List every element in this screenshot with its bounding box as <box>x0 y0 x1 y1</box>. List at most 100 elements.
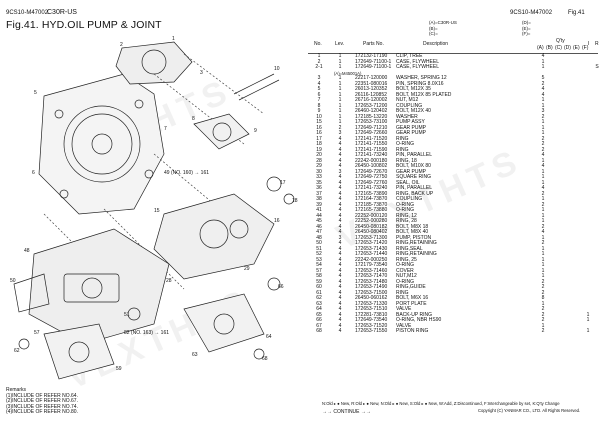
svg-text:62: 62 <box>14 348 20 354</box>
svg-text:7: 7 <box>164 126 167 132</box>
cell-lev: 1 <box>338 58 342 65</box>
cell-lev: 4 <box>338 141 342 147</box>
cell-no: 35 <box>316 179 322 186</box>
cell-description: CASE, FLYWHEEL <box>396 58 439 65</box>
cell-qty-a: 2 <box>541 240 545 246</box>
cell-lev: 4 <box>338 306 342 312</box>
cell-no: 53 <box>316 256 322 263</box>
cell-parts-no: 172141-71520 <box>355 135 388 142</box>
cell-parts-no: 172179-73540 <box>355 262 388 268</box>
cell-qty-a: 2 <box>541 284 545 290</box>
col-i: I <box>588 41 590 47</box>
cell-lev: 4 <box>338 311 342 318</box>
cell-no: 45 <box>316 218 322 224</box>
cell-description: BOLT, M12X 35 <box>396 86 431 92</box>
cell-no: 3 <box>317 75 321 81</box>
cell-parts-no: 172185-13220 <box>355 113 388 120</box>
cell-parts-no: 172653-71470 <box>355 273 388 279</box>
cell-lev: 1 <box>338 113 342 120</box>
cell-lev: 1 <box>338 53 342 59</box>
cell-parts-no: 26716-120002 <box>355 97 388 103</box>
cell-lev: 4 <box>338 146 342 153</box>
cell-description: BOLT, M8X 40 <box>396 229 429 235</box>
cell-parts-no: 26013-120352 <box>355 86 388 92</box>
cell-parts-no: 172281-73810 <box>355 311 388 318</box>
col-qty-d: (D) <box>564 45 571 51</box>
cell-lev: 4 <box>338 223 342 230</box>
cell-lev: 1 <box>338 97 342 103</box>
cell-qty-a: 1 <box>541 168 545 175</box>
svg-text:50: 50 <box>10 278 16 284</box>
svg-text:51: 51 <box>124 312 130 318</box>
svg-text:66: 66 <box>278 284 284 290</box>
cell-lev: 4 <box>338 201 342 208</box>
cell-lev: 4 <box>338 284 342 290</box>
cell-parts-no: 22351-080016 <box>355 80 388 87</box>
cell-qty-a: 4 <box>541 91 545 98</box>
cell-description: O-RING <box>396 262 415 268</box>
remarks: Remarks (1)INCLUDE OF REFER NO.64. (2)IN… <box>6 387 78 416</box>
svg-text:6: 6 <box>32 170 35 176</box>
legend-item: (E)= <box>522 25 531 31</box>
cell-qty-a: 1 <box>541 64 545 70</box>
cell-parts-no: 172653-71480 <box>355 278 388 285</box>
cell-qty-a: 1 <box>541 58 545 65</box>
callout-49: 49 (NO. 160) → 161 <box>164 170 209 176</box>
svg-text:3: 3 <box>200 70 203 76</box>
cell-description: WASHER, SPRING 12 <box>396 75 447 81</box>
parts-table: No. Lev. Parts No. Description Q'ty (A) … <box>308 37 599 335</box>
cell-no: 47 <box>316 229 322 235</box>
cell-r: S <box>595 64 599 70</box>
cell-no: 17 <box>316 135 322 142</box>
cell-lev: 4 <box>338 317 342 323</box>
cell-no: 58 <box>316 273 322 279</box>
cell-description: GEAR PUMP <box>396 130 427 136</box>
cell-parts-no: 26116-120852 <box>355 91 387 98</box>
cell-description: PISTON RING <box>396 328 429 334</box>
cell-qty-a: 2 <box>541 135 545 142</box>
cell-lev: 4 <box>338 190 342 197</box>
cell-parts-no: 172185-73870 <box>355 201 388 208</box>
col-lev: Lev. <box>335 41 345 47</box>
subheader-text: (A)=M45001A) <box>334 70 362 76</box>
svg-text:10: 10 <box>274 66 280 72</box>
cell-lev: 4 <box>338 163 342 169</box>
cell-description: BOLT, M8X 18 <box>396 223 429 230</box>
cell-parts-no: 22252-000280 <box>355 218 388 224</box>
cell-parts-no: 26450-080402 <box>355 229 388 235</box>
cell-parts-no: 172653-71500 <box>355 289 388 296</box>
cell-description: WASHER <box>396 113 418 120</box>
cell-no: 38 <box>316 196 322 202</box>
cell-qty-a: 2 <box>541 278 545 285</box>
cell-description: RING, 25 <box>396 256 417 263</box>
cell-qty-a: 2 <box>541 306 545 312</box>
cell-description: RING, 12 <box>396 212 417 219</box>
cell-description: CLIP, TREE <box>396 53 423 59</box>
remark-item: (3)INCLUDE OF REFER NO.74. <box>6 403 78 410</box>
cell-parts-no: 26460-120402 <box>355 108 388 114</box>
cell-parts-no: 172649-72750 <box>355 174 388 180</box>
cell-qty-a: 2 <box>541 311 545 318</box>
cell-lev: 3 <box>338 130 342 136</box>
cell-lev: 1 <box>338 108 342 114</box>
cell-i: 1 <box>586 317 590 323</box>
svg-text:1: 1 <box>172 36 175 42</box>
cell-lev: 1 <box>338 91 342 98</box>
cell-qty-a: 1 <box>541 234 545 241</box>
cell-description: O-RING <box>396 141 415 147</box>
cell-description: RING,RETAINING <box>396 251 437 257</box>
